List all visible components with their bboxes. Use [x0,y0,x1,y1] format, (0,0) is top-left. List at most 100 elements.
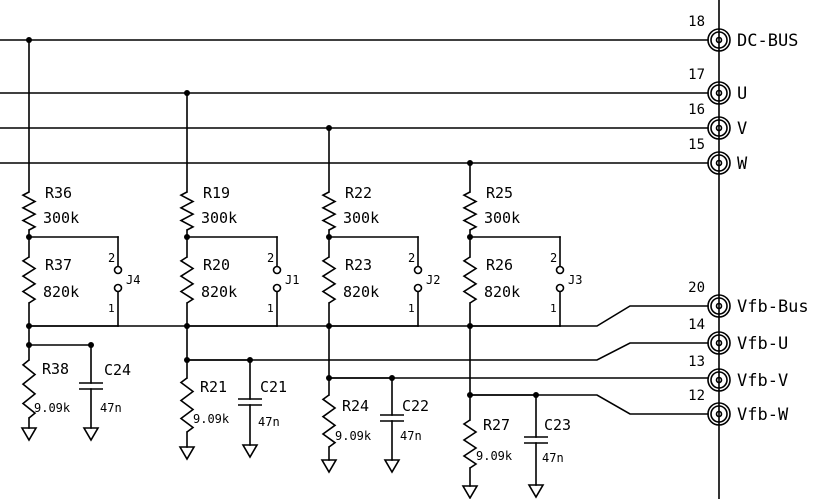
terminal-vfb-u-pin [715,339,723,347]
terminal-w-pin [715,159,723,167]
labels: 18DC-BUS17U16V15W20Vfb-Bus14Vfb-U13Vfb-V… [34,14,809,465]
resistor-ref: R27 [483,416,510,434]
junction-dot [389,375,395,381]
feedback-wire [469,394,709,415]
terminal-label: W [737,154,748,174]
capacitor-value: 47n [542,451,564,465]
jumper-ref: J1 [285,273,299,287]
ground-icon [320,459,338,474]
resistor-r26 [462,256,478,304]
resistor-ref: R23 [345,256,372,274]
terminal-v-outer [707,116,731,140]
resistor-r23 [321,256,337,304]
junction-dot [247,357,253,363]
resistor-value: 820k [343,283,379,301]
resistor-ref: R37 [45,256,72,274]
ground-icon [178,446,196,461]
resistor-ref: R22 [345,184,372,202]
feedback-wire [186,342,709,361]
components [20,28,731,499]
terminal-pin-number: 12 [688,388,705,404]
resistor-r21 [179,377,195,433]
resistor-r25 [462,191,478,231]
resistor-ref: R24 [342,397,369,415]
junction-dot [26,342,32,348]
resistor-value: 300k [484,209,520,227]
junction-dot [26,37,32,43]
terminal-vfb-bus-pin [715,302,723,310]
resistor-ref: R26 [486,256,513,274]
ground-icon [461,485,479,499]
terminal-vfb-v-outer [707,368,731,392]
junction-dot [467,392,473,398]
feedback-wire [28,305,709,327]
junction-dot [326,234,332,240]
ground-icon [20,427,38,442]
jumper-pin [272,283,282,293]
resistor-r37 [21,256,37,304]
jumper-pin-number: 1 [408,302,415,315]
terminal-label: DC-BUS [737,31,798,51]
resistor-r27 [462,419,478,469]
terminal-vfb-v-pin [715,376,723,384]
junction-dot [326,125,332,131]
junction-dot [467,323,473,329]
resistor-ref: R21 [200,378,227,396]
capacitor-ref: C21 [260,378,287,396]
junction-dot [88,342,94,348]
resistor-value: 820k [43,283,79,301]
junction-dot [184,90,190,96]
terminal-vfb-bus-ring [710,297,728,315]
resistor-value: 300k [201,209,237,227]
capacitor-ref: C23 [544,416,571,434]
capacitor-value: 47n [100,401,122,415]
wires [0,0,720,499]
jumper-pin [413,283,423,293]
resistor-value: 300k [43,209,79,227]
jumper-ref: J2 [426,273,440,287]
resistor-ref: R36 [45,184,72,202]
jumper-pin-number: 1 [108,302,115,315]
junction-dot [467,234,473,240]
resistor-r38 [21,359,37,419]
jumper-pin [113,265,123,275]
terminal-label: V [737,119,747,139]
terminal-vfb-u-ring [710,334,728,352]
junction-dot [26,323,32,329]
resistor-r20 [179,256,195,304]
resistor-value: 820k [484,283,520,301]
jumper-pin [555,283,565,293]
terminal-pin-number: 14 [688,317,705,333]
terminal-u-pin [715,89,723,97]
resistor-value: 820k [201,283,237,301]
terminal-dc-bus-outer [707,28,731,52]
jumper-pin-number: 2 [108,251,115,265]
terminal-u-ring [710,84,728,102]
terminal-label: Vfb-Bus [737,297,809,317]
capacitor-value: 47n [258,415,280,429]
terminal-pin-number: 18 [688,14,705,30]
jumper-pin [272,265,282,275]
junction-dot [26,234,32,240]
resistor-value: 300k [343,209,379,227]
terminal-vfb-bus-outer [707,294,731,318]
resistor-r24 [321,394,337,448]
ground-icon [241,444,259,459]
terminal-label: Vfb-V [737,371,788,391]
terminal-pin-number: 15 [688,137,705,153]
jumper-ref: J4 [126,273,140,287]
ground-icon [383,459,401,474]
terminal-label: Vfb-U [737,334,788,354]
jumper-pin [413,265,423,275]
jumper-pin [113,283,123,293]
resistor-value: 9.09k [476,449,513,463]
resistor-value: 9.09k [34,401,71,415]
terminal-w-outer [707,151,731,175]
ground-icon [82,427,100,442]
terminal-pin-number: 17 [688,67,705,83]
resistor-r36 [21,191,37,231]
capacitor-ref: C24 [104,361,131,379]
junction-dot [326,375,332,381]
jumper-pin-number: 2 [267,251,274,265]
jumper-pin-number: 2 [408,251,415,265]
